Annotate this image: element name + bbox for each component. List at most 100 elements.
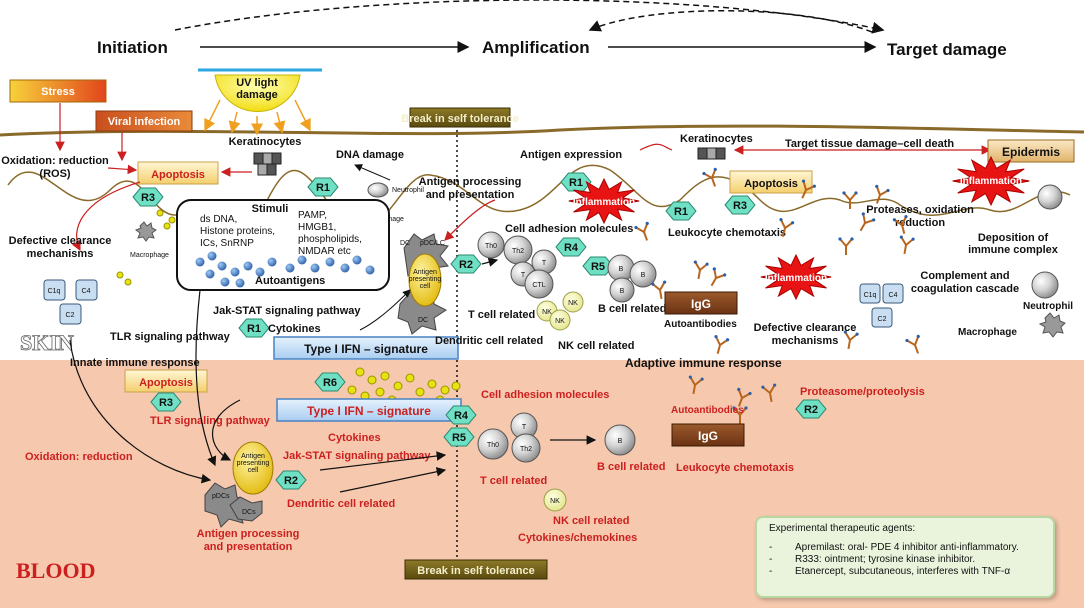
stimuli-left-list: ds DNA,Histone proteins,ICs, SnRNP bbox=[200, 214, 275, 249]
receptor-hexagon bbox=[307, 177, 339, 197]
macrophage-label-left: Macrophage bbox=[130, 252, 169, 259]
t-cell-label-blood: T cell related bbox=[480, 475, 547, 487]
receptor-r3-blood: R3 bbox=[150, 392, 182, 412]
autoantigen-particle bbox=[255, 267, 265, 277]
blood-particle bbox=[415, 387, 425, 397]
phase-initiation: Initiation bbox=[97, 38, 168, 57]
autoantigen-particles bbox=[116, 209, 375, 288]
igg-box-blood bbox=[671, 423, 745, 447]
phase-amplification: Amplification bbox=[482, 38, 590, 57]
innate-immune-label: Innate immune response bbox=[70, 357, 200, 369]
apoptosis-box-blood bbox=[124, 369, 208, 393]
break-tolerance-box-top bbox=[409, 107, 511, 128]
autoantigen-particle bbox=[310, 263, 320, 273]
therapeutic-item: Apremilast: oral- PDE 4 inhibitor anti-i… bbox=[769, 542, 1041, 553]
blood-particle bbox=[347, 385, 357, 395]
cytokines-label-blood: Cytokines bbox=[328, 432, 381, 444]
keratinocyte-cluster-left bbox=[253, 152, 282, 176]
phase-target-damage: Target damage bbox=[887, 40, 1007, 59]
neutrophil-label-small: Neutrophil bbox=[392, 187, 424, 194]
nk-cell-blood bbox=[543, 488, 567, 512]
leukocyte-chemotaxis-label-skin: Leukocyte chemotaxis bbox=[668, 227, 786, 239]
igg-label-blood: IgG bbox=[698, 429, 718, 443]
receptor-hexagon bbox=[560, 172, 592, 192]
tlr-label-blood: TLR signaling pathway bbox=[150, 415, 271, 427]
receptor-label: R2 bbox=[459, 259, 473, 271]
yellow-particle bbox=[124, 278, 132, 286]
receptor-label: R1 bbox=[247, 323, 261, 335]
antibody-glyph bbox=[710, 267, 727, 287]
receptor-label: R1 bbox=[674, 206, 688, 218]
stimuli-box bbox=[176, 199, 390, 291]
autoantigen-particle bbox=[243, 261, 253, 271]
therapeutic-item: R333: ointment; tyrosine kinase inhibito… bbox=[769, 554, 1041, 565]
receptor-label: R4 bbox=[454, 410, 469, 422]
immune-cell-label: CTL bbox=[532, 282, 545, 289]
antibody-glyph bbox=[651, 280, 667, 300]
uv-rays bbox=[204, 99, 311, 136]
receptor-r5-blood: R5 bbox=[443, 427, 475, 447]
complement-left: C1q C4 C2 bbox=[43, 279, 98, 325]
oxidation-label-blood: Oxidation: reduction bbox=[25, 451, 133, 463]
dendritic-cell-label-skin: Dendritic cell related bbox=[435, 335, 543, 347]
immune-cell-label: T bbox=[522, 424, 527, 431]
antibody-glyph bbox=[688, 375, 704, 395]
immune-cell bbox=[524, 269, 554, 299]
stimuli-title: Stimuli bbox=[252, 203, 289, 215]
cytokine-arrow-skin bbox=[359, 289, 411, 331]
autoantigen-particle bbox=[220, 277, 230, 287]
blood-region-label: BLOOD bbox=[16, 558, 95, 583]
receptor-r4-skin: R4 bbox=[555, 237, 587, 257]
yellow-particle bbox=[168, 216, 176, 224]
dendritic-cell-cluster-skin bbox=[397, 233, 449, 335]
blood-particle bbox=[405, 373, 415, 383]
autoantigen-particle bbox=[297, 255, 307, 265]
yellow-particle bbox=[163, 222, 171, 230]
apoptosis-label-skin: Apoptosis bbox=[151, 169, 205, 181]
antibody-glyph bbox=[737, 387, 752, 407]
apoptosis-label-blood: Apoptosis bbox=[139, 377, 193, 389]
inflammation-burst-right bbox=[952, 155, 1030, 207]
blood-particle bbox=[380, 371, 390, 381]
autoantigen-particle bbox=[217, 261, 227, 271]
antibody-glyph bbox=[714, 335, 730, 354]
inflammation-label-mid: Inflammation bbox=[573, 197, 635, 208]
inflammation-burst-mid bbox=[568, 177, 640, 225]
dc-label-1: DC bbox=[400, 240, 410, 247]
receptor-r2-blood-right: R2 bbox=[795, 399, 827, 419]
viral-infection-box bbox=[95, 110, 193, 132]
autoantibodies-label-blood: Autoantibodies bbox=[671, 405, 744, 416]
antibody-glyph bbox=[843, 330, 859, 350]
keratinocytes-label-left: Keratinocytes bbox=[229, 136, 302, 148]
svg-text:C4: C4 bbox=[889, 292, 898, 299]
receptor-r1-skin-c: R1 bbox=[560, 172, 592, 192]
dendritic-cell-label-blood: Dendritic cell related bbox=[287, 498, 395, 510]
antibody-glyph bbox=[875, 184, 890, 204]
blood-particle bbox=[451, 381, 461, 391]
autoantigen-particle bbox=[205, 269, 215, 279]
therapeutic-agents-title: Experimental therapeutic agents: bbox=[769, 523, 916, 534]
autoantigen-particle bbox=[195, 257, 205, 267]
receptor-label: R3 bbox=[141, 192, 155, 204]
neutrophil-icon-top bbox=[1037, 184, 1063, 210]
blood-particle bbox=[440, 385, 450, 395]
type1-ifn-box-skin bbox=[273, 336, 459, 360]
leukocyte-chemotaxis-label-blood: Leukocyte chemotaxis bbox=[676, 462, 794, 474]
receptor-hexagon bbox=[443, 427, 475, 447]
blood-dc-arrow bbox=[339, 467, 447, 493]
cell-adhesion-label-blood: Cell adhesion molecules bbox=[481, 389, 609, 401]
cell-adhesion-label-skin: Cell adhesion molecules bbox=[505, 223, 633, 235]
autoantigen-particle bbox=[325, 257, 335, 267]
receptor-hexagon bbox=[724, 195, 756, 215]
apoptosis-box-right bbox=[729, 170, 813, 194]
break-tolerance-label-bottom: Break in self tolerance bbox=[417, 565, 534, 577]
antigen-expression-line bbox=[639, 143, 673, 151]
yellow-particle bbox=[156, 209, 164, 217]
